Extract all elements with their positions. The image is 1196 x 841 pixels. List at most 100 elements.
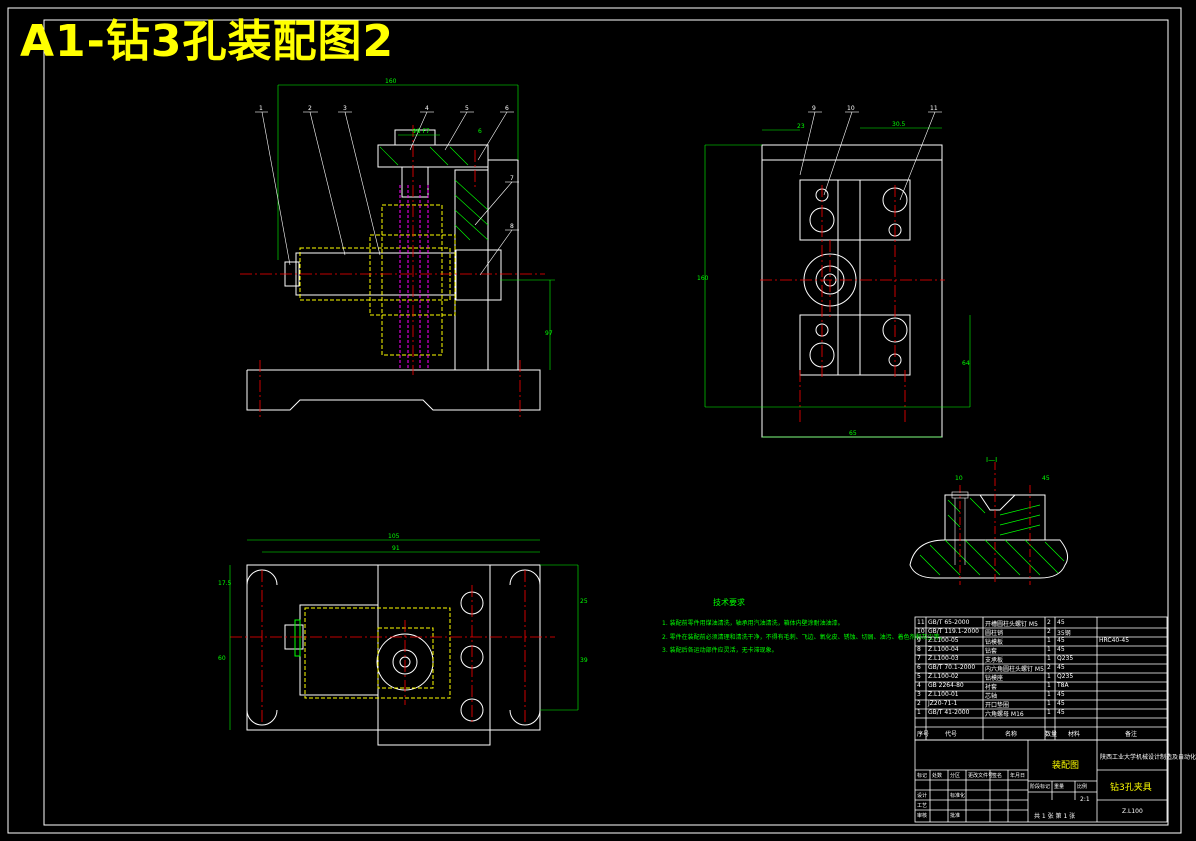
bom-header-remark: 备注 (1125, 731, 1138, 738)
bom-cell: 2 (1047, 664, 1051, 671)
bom-cell: 45 (1057, 700, 1065, 707)
side-dim-right-height: 64 (962, 360, 970, 367)
bom-cell: 5 (917, 673, 921, 680)
bom-cell: GB/T 41-2000 (928, 709, 970, 716)
sheet-border (7, 7, 1182, 834)
bom-cell: 钻模座 (985, 675, 1004, 682)
bom-cell: 钻模板 (985, 639, 1004, 646)
bom-cell: 4 (917, 682, 921, 689)
bom-cell: 六角螺母 M16 (985, 711, 1024, 718)
tb-label: 阶段标记 (1030, 784, 1051, 790)
tb-label: 处数 (932, 773, 943, 779)
section-label: I—I (986, 456, 997, 464)
front-balloon-3: 3 (343, 105, 347, 112)
front-dim-height: 97 (545, 330, 553, 337)
tb-sheet: 共 1 张 第 1 张 (1034, 813, 1076, 820)
bom-cell: 8 (917, 646, 921, 653)
tb-label: 比例 (1077, 784, 1088, 790)
front-balloon-2: 2 (308, 105, 312, 112)
top-dim-right-top: 25 (580, 598, 588, 605)
section-dim-left: 10 (955, 475, 963, 482)
front-balloon-1: 1 (259, 105, 263, 112)
bom-cell: 钻套 (985, 648, 998, 655)
front-balloon-5: 5 (465, 105, 469, 112)
top-dim-right-height: 39 (580, 657, 588, 664)
bom-cell: Z.L100-05 (928, 637, 959, 644)
bom-cell: 2 (1047, 619, 1051, 626)
bom-cell: 35钢 (1057, 630, 1071, 637)
bom-cell: JZ20-71-1 (928, 700, 958, 707)
side-dim-top-left: 23 (797, 123, 805, 130)
bom-cell: 11 (917, 619, 925, 626)
bom-cell: 1 (1047, 655, 1051, 662)
bom-cell: T8A (1057, 682, 1069, 689)
section-dim-right: 45 (1042, 475, 1050, 482)
top-view: 105 91 17.5 60 25 39 (218, 533, 588, 746)
bom-cell: GB/T 70.1-2000 (928, 664, 976, 671)
bom-header-code: 代号 (945, 731, 958, 738)
tb-scale: 2:1 (1080, 796, 1090, 803)
bom-cell: 芯轴 (985, 693, 998, 700)
top-dim-length-inner: 91 (392, 545, 400, 552)
side-balloon-9: 9 (812, 105, 816, 112)
bom-header-material: 材料 (1068, 731, 1081, 738)
tb-school: 陕西工业大学机械设计制造及自动化 (1100, 754, 1196, 761)
side-dim-width: 65 (849, 430, 857, 437)
bom-cell: 支承板 (985, 657, 1004, 664)
bom-cell: 1 (1047, 673, 1051, 680)
front-balloon-8: 8 (510, 223, 514, 230)
bom-cell: 6 (917, 664, 921, 671)
bom-cell: 45 (1057, 664, 1065, 671)
tb-label: 更改文件号 (968, 773, 994, 779)
bom-cell: GB/T 119.1-2000 (928, 628, 979, 635)
tb-label: 批准 (950, 813, 961, 819)
bom-header-name: 名称 (1005, 731, 1018, 738)
top-dim-length-outer: 105 (388, 533, 400, 540)
bom-cell: Q235 (1057, 673, 1074, 680)
bom-cell: Z.L100-02 (928, 673, 959, 680)
front-balloon-7: 7 (510, 175, 514, 182)
bom-table (914, 616, 1168, 741)
bom-cell: Z.L100-04 (928, 646, 959, 653)
bom-cell: 1 (1047, 700, 1051, 707)
side-balloon-11: 11 (930, 105, 938, 112)
bom-cell: 1 (1047, 637, 1051, 644)
side-balloon-10: 10 (847, 105, 855, 112)
tb-label: 设计 (917, 793, 928, 799)
bom-header-qty: 数量 (1045, 731, 1058, 738)
bom-cell: GB 2264-80 (928, 682, 964, 689)
bom-cell: Q235 (1057, 655, 1074, 662)
front-balloon-4: 4 (425, 105, 429, 112)
note-line-2: 2. 零件在装配前必须清理和清洗干净，不得有毛刺、飞边、氧化皮、锈蚀、切屑、油污… (662, 634, 946, 641)
bom-cell: 开口垫圈 (985, 702, 1010, 709)
bom-cell: 开槽圆柱头螺钉 M5 (985, 621, 1038, 628)
bom-cell: 1 (917, 709, 921, 716)
tb-label: 标准化 (950, 793, 966, 799)
bom-cell: 衬套 (985, 684, 998, 691)
bom-cell: 圆柱销 (985, 630, 1004, 637)
bom-cell: 10 (917, 628, 925, 635)
bom-cell: 2 (917, 700, 921, 707)
side-dim-height: 160 (697, 275, 709, 282)
bom-cell: HRC40-45 (1099, 637, 1130, 644)
title-block (914, 739, 1168, 823)
bom-cell: 内六角圆柱头螺钉 M5 (985, 666, 1044, 673)
top-dim-left-top: 17.5 (218, 580, 232, 587)
drawing-title: A1-钻3孔装配图2 (20, 16, 395, 67)
side-view: 9 10 11 23 30.5 65 160 64 (697, 105, 971, 438)
bom-cell: 9 (917, 637, 921, 644)
front-balloon-6: 6 (505, 105, 509, 112)
front-dim-thread: Φ8 F7 (412, 128, 430, 135)
bom-cell: 2 (1047, 628, 1051, 635)
tb-label: 签名 (992, 773, 1003, 779)
bom-cell: 45 (1057, 646, 1065, 653)
bom-cell: 45 (1057, 691, 1065, 698)
tb-label: 工艺 (917, 803, 928, 809)
tb-label: 重量 (1054, 784, 1065, 790)
bom-cell: 45 (1057, 709, 1065, 716)
tb-part-name: 钻3孔夹具 (1110, 783, 1152, 793)
top-dim-left-height: 60 (218, 655, 226, 662)
tb-label: 标记 (917, 773, 928, 779)
front-dim-overall: 160 (385, 78, 397, 85)
